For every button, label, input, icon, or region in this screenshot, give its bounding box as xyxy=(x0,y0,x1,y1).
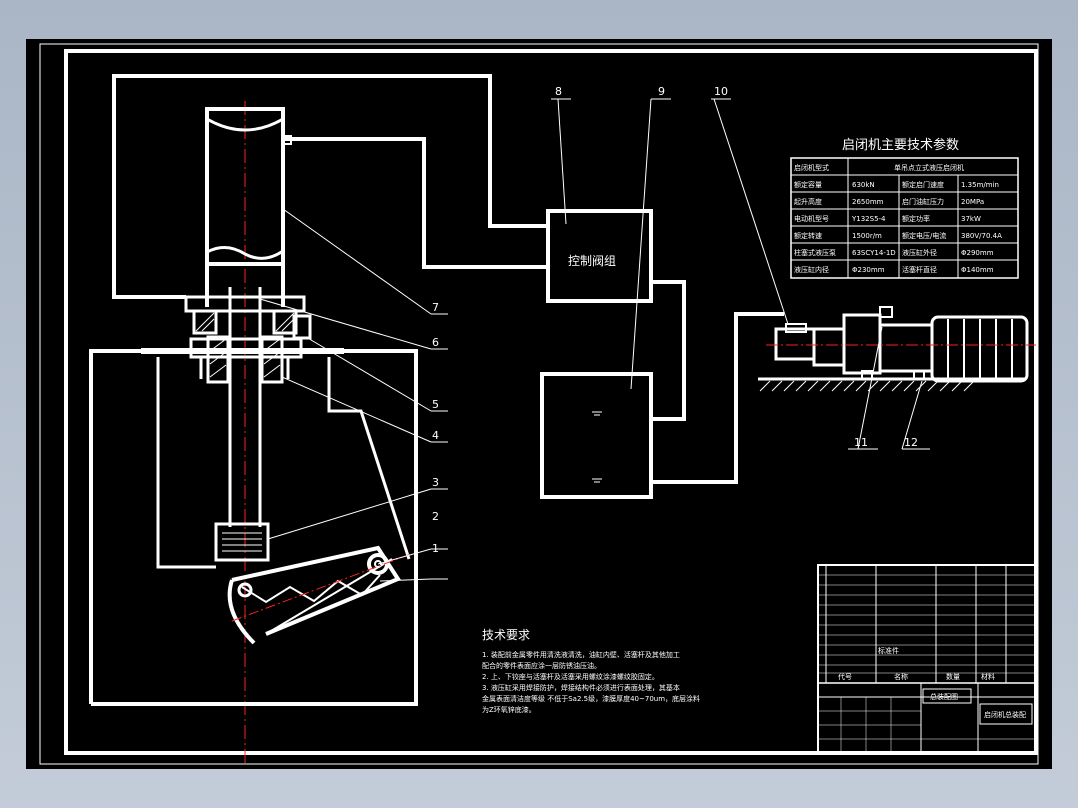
leader-lines xyxy=(259,98,930,582)
inner-frame xyxy=(64,49,1038,755)
param-r5c1: 63SCY14-1D xyxy=(852,249,896,257)
part-numbers: 1 2 3 4 5 6 7 8 9 10 11 12 xyxy=(432,85,918,555)
param-r3c0: 电动机型号 xyxy=(794,214,829,223)
param-r6c3: Φ140mm xyxy=(961,266,994,274)
param-r3c1: Y132S5-4 xyxy=(851,215,886,223)
param-r1c2: 额定启门速度 xyxy=(902,180,944,189)
part-number-2: 2 xyxy=(432,510,439,523)
motor-pump-unit xyxy=(758,306,1029,383)
gate-red-line xyxy=(231,553,412,622)
bom-col-qty: 数量 xyxy=(946,672,960,681)
param-r0c0: 启闭机型式 xyxy=(794,163,829,172)
hydraulic-cylinder xyxy=(184,107,306,313)
gate-well xyxy=(89,348,418,706)
oil-tank xyxy=(540,372,653,499)
flange-hatching xyxy=(195,312,295,378)
tech-req-line-5: 金属表面清洁度等级 不低于Sa2.5级，漆膜厚度40~70um，底层涂料 xyxy=(482,694,700,703)
param-r1c1: 630kN xyxy=(852,181,875,189)
tech-req-line-2: 配合的零件表面应涂一层防锈油压油。 xyxy=(482,661,601,670)
part-number-10: 10 xyxy=(714,85,728,98)
piston-rod xyxy=(228,287,262,527)
title-block-text: 代号 名称 数量 材料 标准件 总装配图 启闭机总装配 xyxy=(838,646,1026,719)
cad-drawing-sheet: 控制阀组 xyxy=(26,39,1052,769)
title-block xyxy=(817,564,1037,754)
drawing-title: 总装配图 xyxy=(930,692,958,701)
bom-note: 标准件 xyxy=(878,646,899,655)
bom-col-code: 代号 xyxy=(838,672,852,681)
param-r4c3: 380V/70.4A xyxy=(961,232,1002,240)
param-r4c0: 额定转速 xyxy=(794,231,822,240)
part-number-9: 9 xyxy=(658,85,665,98)
param-r6c0: 液压缸内径 xyxy=(794,265,829,274)
technical-requirements: 技术要求 1. 装配前金属零件用清洗液清洗，油缸内壁、活塞杆及其他加工 配合的零… xyxy=(482,628,700,714)
assembly-drawing: 控制阀组 xyxy=(39,43,1039,765)
part-number-12: 12 xyxy=(904,436,918,449)
part-number-8: 8 xyxy=(555,85,562,98)
hydraulic-pipes xyxy=(112,74,784,484)
drawing-name: 启闭机总装配 xyxy=(984,710,1026,719)
tech-req-line-6: 为Z环氧锌底漆。 xyxy=(482,705,536,714)
param-r4c1: 1500r/m xyxy=(852,232,882,240)
param-r5c3: Φ290mm xyxy=(961,249,994,257)
tech-req-line-1: 1. 装配前金属零件用清洗液清洗，油缸内壁、活塞杆及其他加工 xyxy=(482,650,680,659)
tech-req-line-4: 3. 液压缸采用焊接防护，焊接结构件必须进行表面处理，其基本 xyxy=(482,683,680,692)
control-valve-box: 控制阀组 xyxy=(546,209,653,303)
part-number-3: 3 xyxy=(432,476,439,489)
param-r5c0: 柱塞式液压泵 xyxy=(794,248,836,257)
param-r0c1: 单吊点立式液压启闭机 xyxy=(894,163,964,172)
bom-col-name: 名称 xyxy=(894,672,908,681)
part-number-6: 6 xyxy=(432,336,439,349)
param-r2c3: 20MPa xyxy=(961,198,984,206)
tech-req-line-3: 2. 上、下铰座与活塞杆及活塞采用螺纹涂漆螺纹胶固定。 xyxy=(482,672,659,681)
foundation-hatch xyxy=(759,380,975,392)
param-r1c3: 1.35m/min xyxy=(961,181,999,189)
param-r6c2: 活塞杆直径 xyxy=(902,265,937,274)
control-valve-label: 控制阀组 xyxy=(568,254,616,268)
part-number-7: 7 xyxy=(432,301,439,314)
param-r2c2: 启门油缸压力 xyxy=(902,197,944,206)
param-r5c2: 液压缸外径 xyxy=(902,248,937,257)
part-number-5: 5 xyxy=(432,398,439,411)
tech-req-title: 技术要求 xyxy=(482,628,530,642)
param-r4c2: 额定电压/电流 xyxy=(902,231,946,240)
lifting-lug xyxy=(214,522,270,562)
part-number-11: 11 xyxy=(854,436,868,449)
cylinder-support xyxy=(189,309,312,384)
param-r2c1: 2650mm xyxy=(852,198,884,206)
param-table-title: 启闭机主要技术参数 xyxy=(842,137,959,153)
radial-gate xyxy=(227,545,401,645)
parameter-table: 启闭机主要技术参数 启闭机型式 单吊点立式液压启闭机 额定容量 630kN 额定… xyxy=(790,137,1019,279)
param-r6c1: Φ230mm xyxy=(852,266,885,274)
part-number-4: 4 xyxy=(432,429,439,442)
bom-col-mat: 材料 xyxy=(981,672,995,681)
param-r3c2: 额定功率 xyxy=(902,214,930,223)
param-r2c0: 起升高度 xyxy=(794,197,822,206)
param-r3c3: 37kW xyxy=(961,215,981,223)
param-r1c0: 额定容量 xyxy=(794,180,822,189)
part-number-1: 1 xyxy=(432,542,439,555)
